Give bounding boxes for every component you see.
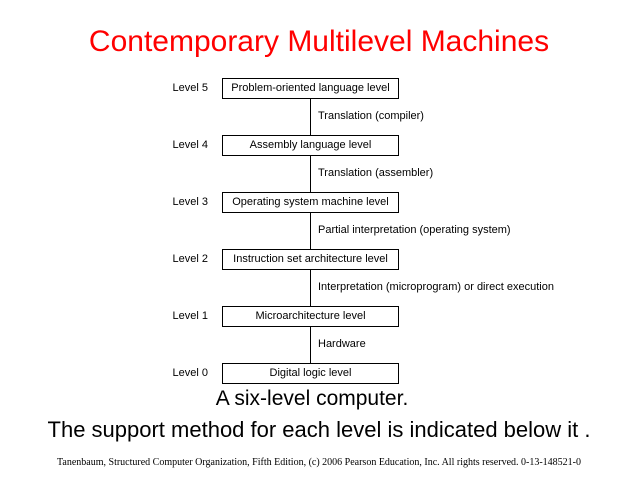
connector-line-3-2 [310, 213, 311, 249]
support-label-3-2: Partial interpretation (operating system… [318, 224, 511, 236]
level-box-3: Operating system machine level [222, 192, 399, 213]
level-box-2: Instruction set architecture level [222, 249, 399, 270]
level-label-0: Level 0 [172, 367, 208, 379]
level-label-2: Level 2 [172, 253, 208, 265]
connector-line-5-4 [310, 99, 311, 135]
level-box-1: Microarchitecture level [222, 306, 399, 327]
level-label-3: Level 3 [172, 196, 208, 208]
connector-line-1-0 [310, 327, 311, 363]
copyright-line: Tanenbaum, Structured Computer Organizat… [57, 457, 581, 468]
support-label-2-1: Interpretation (microprogram) or direct … [318, 281, 554, 293]
support-method-note: The support method for each level is ind… [47, 417, 591, 442]
level-label-4: Level 4 [172, 139, 208, 151]
support-label-5-4: Translation (compiler) [318, 110, 424, 122]
support-label-4-3: Translation (assembler) [318, 167, 434, 179]
figure-caption: A six-level computer. [215, 387, 409, 410]
level-label-5: Level 5 [172, 82, 208, 94]
connector-line-2-1 [310, 270, 311, 306]
support-label-1-0: Hardware [318, 338, 366, 350]
level-box-5: Problem-oriented language level [222, 78, 399, 99]
level-label-1: Level 1 [172, 310, 208, 322]
slide-title: Contemporary Multilevel Machines [88, 25, 550, 58]
level-box-0: Digital logic level [222, 363, 399, 384]
connector-line-4-3 [310, 156, 311, 192]
level-box-4: Assembly language level [222, 135, 399, 156]
